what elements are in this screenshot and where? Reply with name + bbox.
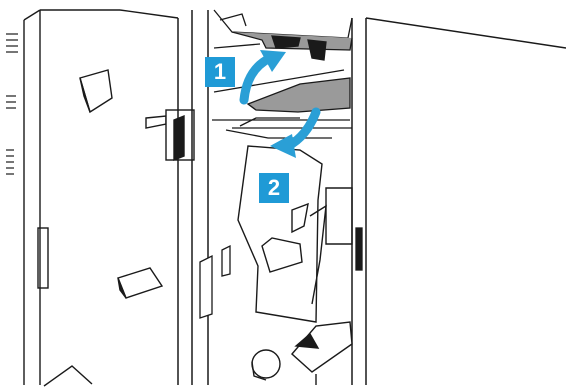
transport-guide-lever (212, 118, 352, 138)
left-door-panel (24, 10, 178, 385)
step-2-label: 2 (259, 173, 289, 203)
rotary-knob (252, 350, 280, 380)
left-side-vents (6, 34, 18, 174)
lower-guide-module (238, 146, 352, 322)
bottom-left-details (44, 366, 92, 386)
main-frame (178, 10, 566, 385)
step-1-label: 1 (205, 57, 235, 87)
door-handle-bottom (118, 268, 162, 298)
up-curved-arrow (244, 58, 270, 100)
bottom-lever (292, 322, 352, 385)
door-hinge (146, 110, 194, 160)
frame-slots (200, 228, 362, 318)
door-handle-top (80, 70, 112, 112)
